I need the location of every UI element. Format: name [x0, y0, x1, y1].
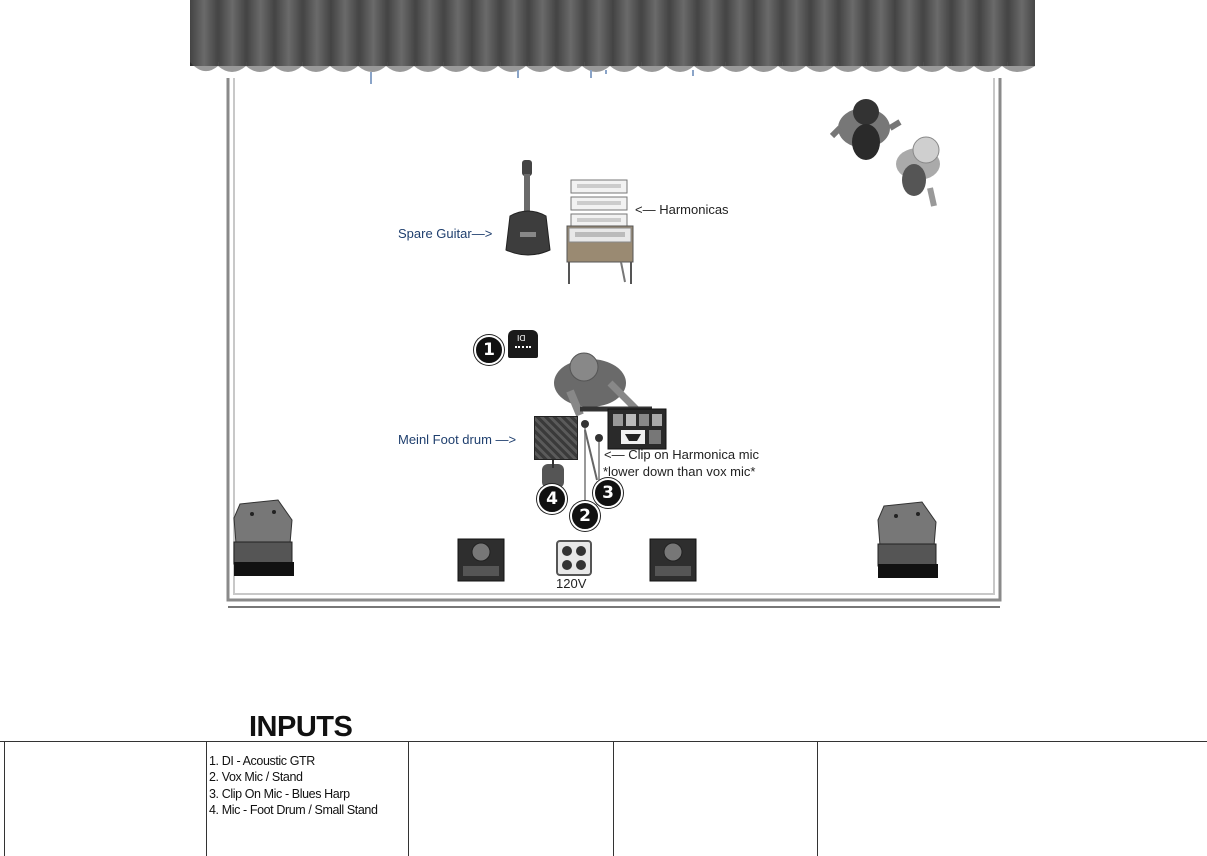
pedalboard-icon — [607, 408, 667, 450]
table-column-divider — [613, 741, 614, 856]
foot-drum-icon — [534, 416, 578, 460]
floor-monitor-icon — [457, 538, 505, 582]
list-item: 3. Clip On Mic - Blues Harp — [209, 786, 350, 801]
foot-drum-label: Meinl Foot drum —> — [398, 432, 517, 447]
table-column-divider — [206, 741, 207, 856]
harmonicas-label: <— Harmonicas — [635, 202, 729, 217]
input-marker-2: 2 — [570, 501, 600, 531]
di-box-dots — [515, 346, 531, 352]
di-box-label: DI — [517, 333, 526, 342]
list-item: 1. DI - Acoustic GTR — [209, 754, 315, 768]
table-column-divider — [817, 741, 818, 856]
input-marker-1: 1 — [474, 335, 504, 365]
harmonica-icon — [570, 179, 628, 228]
guitar-icon — [505, 160, 551, 256]
inputs-table-top-border — [0, 741, 1207, 742]
floor-monitor-icon — [649, 538, 697, 582]
harmonica-table-icon — [566, 179, 634, 284]
inputs-list: 1. DI - Acoustic GTR 2. Vox Mic / Stand … — [209, 753, 378, 818]
spare-guitar-label: Spare Guitar—> — [398, 226, 493, 241]
list-item: 2. Vox Mic / Stand — [209, 770, 303, 785]
di-box-icon: DI — [508, 330, 538, 358]
stage-curtain — [190, 0, 1035, 72]
inputs-title: INPUTS — [249, 711, 353, 743]
stage-outline — [226, 70, 1002, 608]
table-column-divider — [4, 741, 5, 856]
list-item: 4. Mic - Foot Drum / Small Stand — [209, 802, 378, 817]
clip-mic-label-line1: <— Clip on Harmonica mic — [604, 447, 759, 462]
drum-mic-stand-icon — [542, 460, 564, 488]
input-marker-4: 4 — [537, 484, 567, 514]
speaker-icon — [233, 499, 294, 576]
power-label: 120V — [556, 576, 587, 591]
clip-mic-label-line2: *lower down than vox mic* — [603, 464, 756, 479]
table-icon — [566, 225, 634, 284]
person-icon — [830, 99, 940, 207]
table-column-divider — [408, 741, 409, 856]
power-outlet-icon — [556, 540, 592, 576]
input-marker-3: 3 — [593, 478, 623, 508]
speaker-icon — [877, 501, 938, 578]
